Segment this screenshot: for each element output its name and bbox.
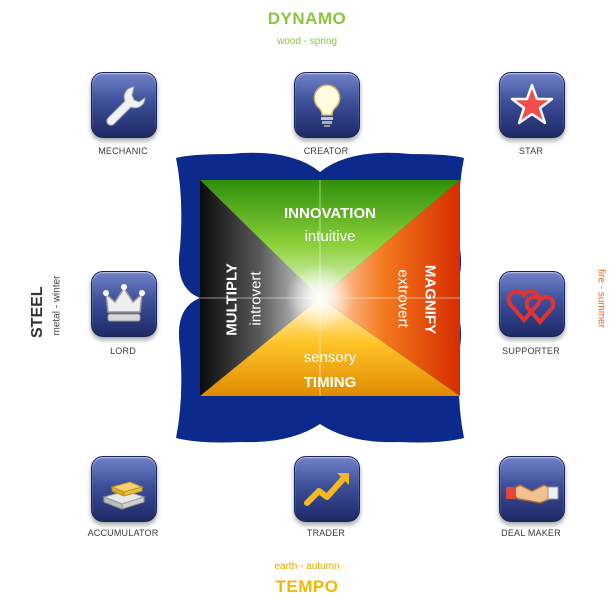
star-tile: [499, 72, 565, 138]
steel-title: STEEL: [29, 286, 46, 338]
supporter-tile: [499, 271, 565, 337]
innovation-quadrant: [200, 180, 460, 298]
multiply-quadrant: [200, 180, 320, 396]
innovation-label: INNOVATION: [284, 205, 376, 222]
tempo-title: TEMPO: [275, 577, 339, 596]
magnify-label: MAGNIFY: [421, 264, 439, 335]
dynamo-title: DYNAMO: [267, 9, 347, 28]
crown-icon: [103, 284, 145, 322]
supporter-label: SUPPORTER: [502, 346, 560, 356]
deal-maker-tile: [499, 456, 565, 522]
accumulator-label: ACCUMULATOR: [87, 528, 159, 538]
multiply-label: MULTIPLY: [223, 263, 241, 336]
magnify-quadrant: [320, 180, 460, 396]
deal-maker-label: DEAL MAKER: [501, 528, 561, 538]
sensory-label: sensory: [303, 349, 357, 366]
trend-arrow-icon: [304, 473, 349, 506]
hearts-icon: [506, 289, 556, 326]
intuitive-label: intuitive: [304, 228, 356, 245]
wealth-square-diagram: [176, 152, 464, 443]
lord-label: LORD: [110, 346, 136, 356]
introvert-label: introvert: [247, 271, 265, 326]
trader-tile: [294, 456, 360, 522]
tempo-subtitle: earth - autumn: [274, 561, 340, 572]
steel-subtitle: metal - winter: [51, 275, 63, 336]
creator-tile: [294, 72, 360, 138]
star-label: STAR: [518, 146, 544, 156]
star-icon: [510, 83, 554, 125]
timing-quadrant: [200, 298, 460, 396]
mechanic-tile: [91, 72, 157, 138]
gold-bars-icon: [102, 481, 146, 510]
extrovert-label: extrovert: [394, 269, 412, 328]
trader-label: TRADER: [306, 528, 346, 538]
timing-label: TIMING: [303, 374, 357, 391]
mechanic-label: MECHANIC: [98, 146, 148, 156]
creator-label: CREATOR: [303, 146, 349, 156]
fire-subtitle: fire - summer: [595, 269, 607, 328]
handshake-icon: [506, 484, 559, 504]
accumulator-tile: [91, 456, 157, 522]
dynamo-subtitle: wood - spring: [276, 36, 338, 47]
wrench-icon: [106, 86, 146, 126]
lord-tile: [91, 271, 157, 337]
lightbulb-icon: [313, 84, 341, 127]
